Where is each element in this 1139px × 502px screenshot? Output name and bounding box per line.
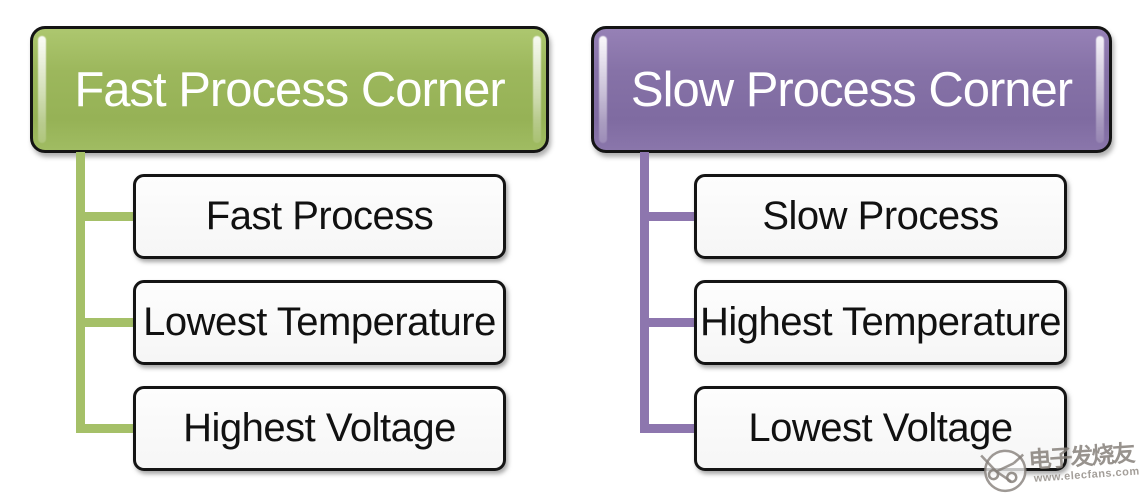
node-lowest-voltage: Lowest Voltage: [694, 386, 1067, 471]
connector-stub-slow-1: [644, 212, 695, 221]
connector-vertical-fast: [76, 152, 85, 433]
node-slow-process: Slow Process: [694, 174, 1067, 259]
connector-stub-fast-2: [80, 318, 134, 327]
connector-stub-slow-2: [644, 318, 695, 327]
node-highest-voltage: Highest Voltage: [133, 386, 506, 471]
header-fast-process-corner: Fast Process Corner: [30, 26, 549, 153]
connector-vertical-slow: [640, 152, 649, 433]
header-slow-process-corner: Slow Process Corner: [591, 26, 1112, 153]
connector-stub-fast-1: [80, 212, 134, 221]
connector-stub-slow-3: [644, 424, 695, 433]
node-lowest-temperature: Lowest Temperature: [133, 280, 506, 365]
node-highest-temperature: Highest Temperature: [694, 280, 1067, 365]
connector-stub-fast-3: [80, 424, 134, 433]
node-fast-process: Fast Process: [133, 174, 506, 259]
